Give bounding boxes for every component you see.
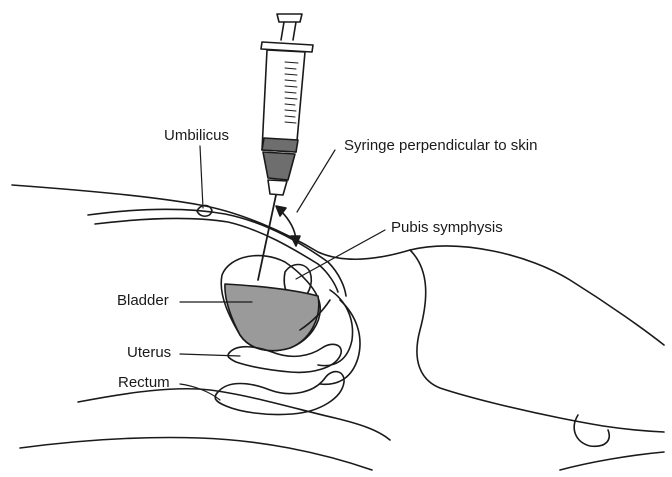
pelvic-floor-curve [318, 290, 353, 366]
lower-back-outline [20, 437, 372, 470]
label-rectum: Rectum [118, 375, 170, 390]
pelvic-floor-curve-2 [320, 300, 360, 384]
leader-rectum [180, 384, 220, 400]
syringe-aspirate [262, 138, 298, 152]
arrow-head-bottom [291, 236, 300, 246]
lower-leg-line [560, 452, 664, 470]
thigh-outline [410, 250, 664, 432]
label-umbilicus: Umbilicus [164, 128, 229, 143]
knee-detail [574, 415, 609, 446]
syringe-hub [263, 152, 295, 180]
syringe-tip [268, 180, 287, 195]
bladder-urine [225, 284, 319, 351]
leader-umbilicus [200, 146, 203, 208]
syringe-plunger-rod [281, 22, 296, 40]
abdominal-wall-line [95, 218, 338, 292]
syringe-plunger-cap [277, 14, 302, 22]
leader-uterus [180, 354, 240, 356]
label-pubis: Pubis symphysis [391, 220, 503, 235]
back-outline [78, 389, 390, 440]
label-bladder: Bladder [117, 293, 169, 308]
leader-syringe [297, 150, 335, 212]
label-uterus: Uterus [127, 345, 171, 360]
abdomen-outline [12, 185, 664, 345]
syringe-needle [258, 195, 276, 280]
rectum-outline [215, 372, 344, 415]
label-syringe: Syringe perpendicular to skin [344, 138, 537, 153]
leader-pubis [296, 230, 385, 279]
syringe-barrel [262, 50, 305, 152]
syringe-icon [258, 14, 313, 280]
syringe-scale [285, 62, 298, 123]
skin-inner-line [88, 209, 346, 296]
